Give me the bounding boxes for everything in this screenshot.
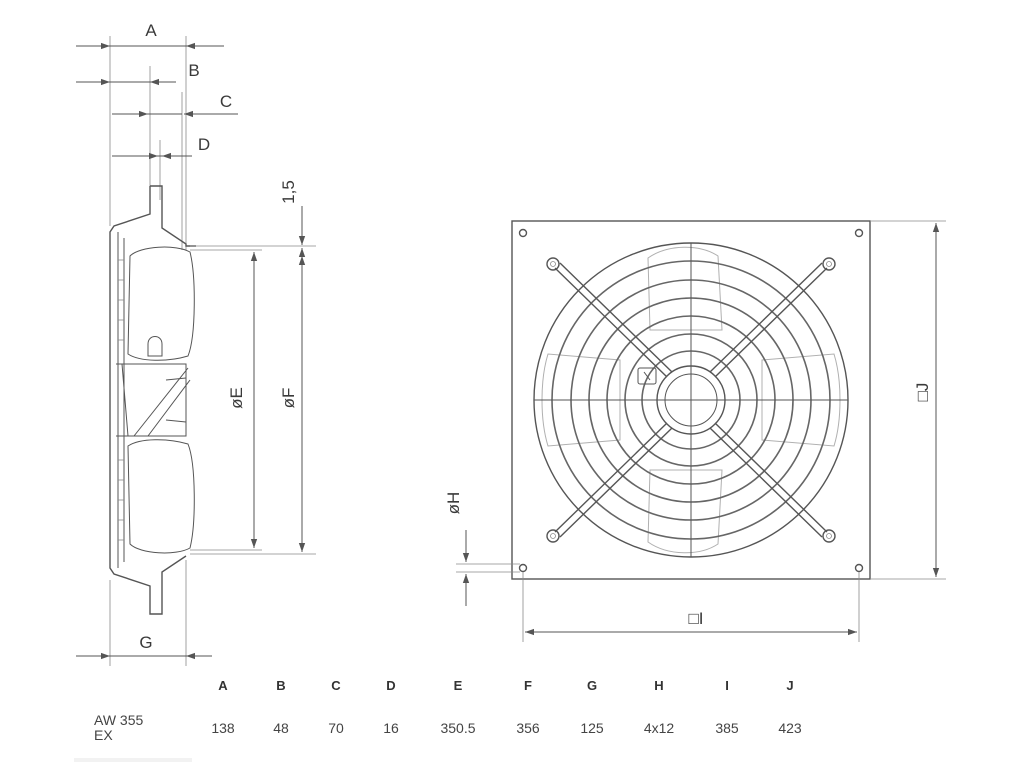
label-a: A: [145, 21, 157, 40]
mounting-plate: [511, 220, 871, 580]
label-d: D: [198, 135, 210, 154]
mounting-holes: [518, 228, 864, 573]
value-g: 125: [580, 720, 604, 736]
header-d: D: [386, 677, 396, 693]
model-name-line1: AW 355: [94, 712, 144, 728]
table-divider: [74, 758, 192, 762]
header-b: B: [276, 677, 286, 693]
fan-side-profile: [109, 185, 196, 615]
label-h: øH: [444, 492, 463, 515]
model-name: AW 355 EX: [74, 702, 194, 754]
header-g: G: [586, 677, 598, 693]
table-row: AW 355 EX 138 48 70 16 350.5 356 125 4x1…: [74, 702, 820, 754]
dimension-g: G: [76, 560, 212, 666]
header-c: C: [331, 677, 341, 693]
value-a: 138: [211, 720, 235, 736]
label-c: C: [220, 92, 232, 111]
label-thickness: 1,5: [279, 180, 298, 204]
header-j: J: [786, 677, 794, 693]
header-e: E: [453, 677, 463, 693]
label-g: G: [139, 633, 152, 652]
label-j: □J: [913, 383, 932, 402]
model-name-line2: EX: [94, 727, 113, 743]
header-h: H: [654, 677, 664, 693]
motor-hub: [637, 367, 718, 427]
dimension-f: øF: [190, 245, 316, 555]
header-i: I: [725, 677, 729, 693]
value-i: 385: [715, 720, 739, 736]
strut-brackets: [546, 257, 836, 543]
value-e: 350.5: [440, 720, 476, 736]
dimension-h: øH: [444, 492, 520, 606]
dimension-j: □J: [870, 220, 946, 580]
dimension-c: C: [112, 92, 238, 250]
fan-technical-drawing: A B C D: [76, 21, 946, 666]
value-c: 70: [328, 720, 344, 736]
front-view: □J □I øH: [444, 220, 946, 642]
label-b: B: [188, 61, 199, 80]
dimension-a: A: [76, 21, 224, 250]
value-h: 4x12: [643, 720, 675, 736]
header-f: F: [524, 677, 532, 693]
rivet-marks: [118, 259, 124, 541]
value-d: 16: [383, 720, 399, 736]
label-e: øE: [227, 387, 246, 409]
dimension-b: B: [76, 61, 200, 186]
label-i: □I: [689, 609, 704, 628]
label-f: øF: [279, 388, 298, 409]
grille-rings: [533, 242, 849, 558]
header-model: [74, 668, 194, 702]
value-b: 48: [273, 720, 289, 736]
value-j: 423: [778, 720, 802, 736]
dimension-d: D: [112, 135, 210, 200]
dimension-e: øE: [190, 249, 262, 551]
dimension-table: A B C D E F G H I J AW 355 EX 138 48 70 …: [74, 668, 820, 754]
support-struts: [546, 257, 836, 543]
table-header-row: A B C D E F G H I J: [74, 668, 820, 702]
blade-outlines: [541, 246, 841, 554]
dimension-thickness: 1,5: [279, 180, 306, 276]
side-view: A B C D: [76, 21, 316, 666]
dimension-i: □I: [522, 572, 860, 642]
value-f: 356: [516, 720, 540, 736]
header-a: A: [218, 677, 228, 693]
